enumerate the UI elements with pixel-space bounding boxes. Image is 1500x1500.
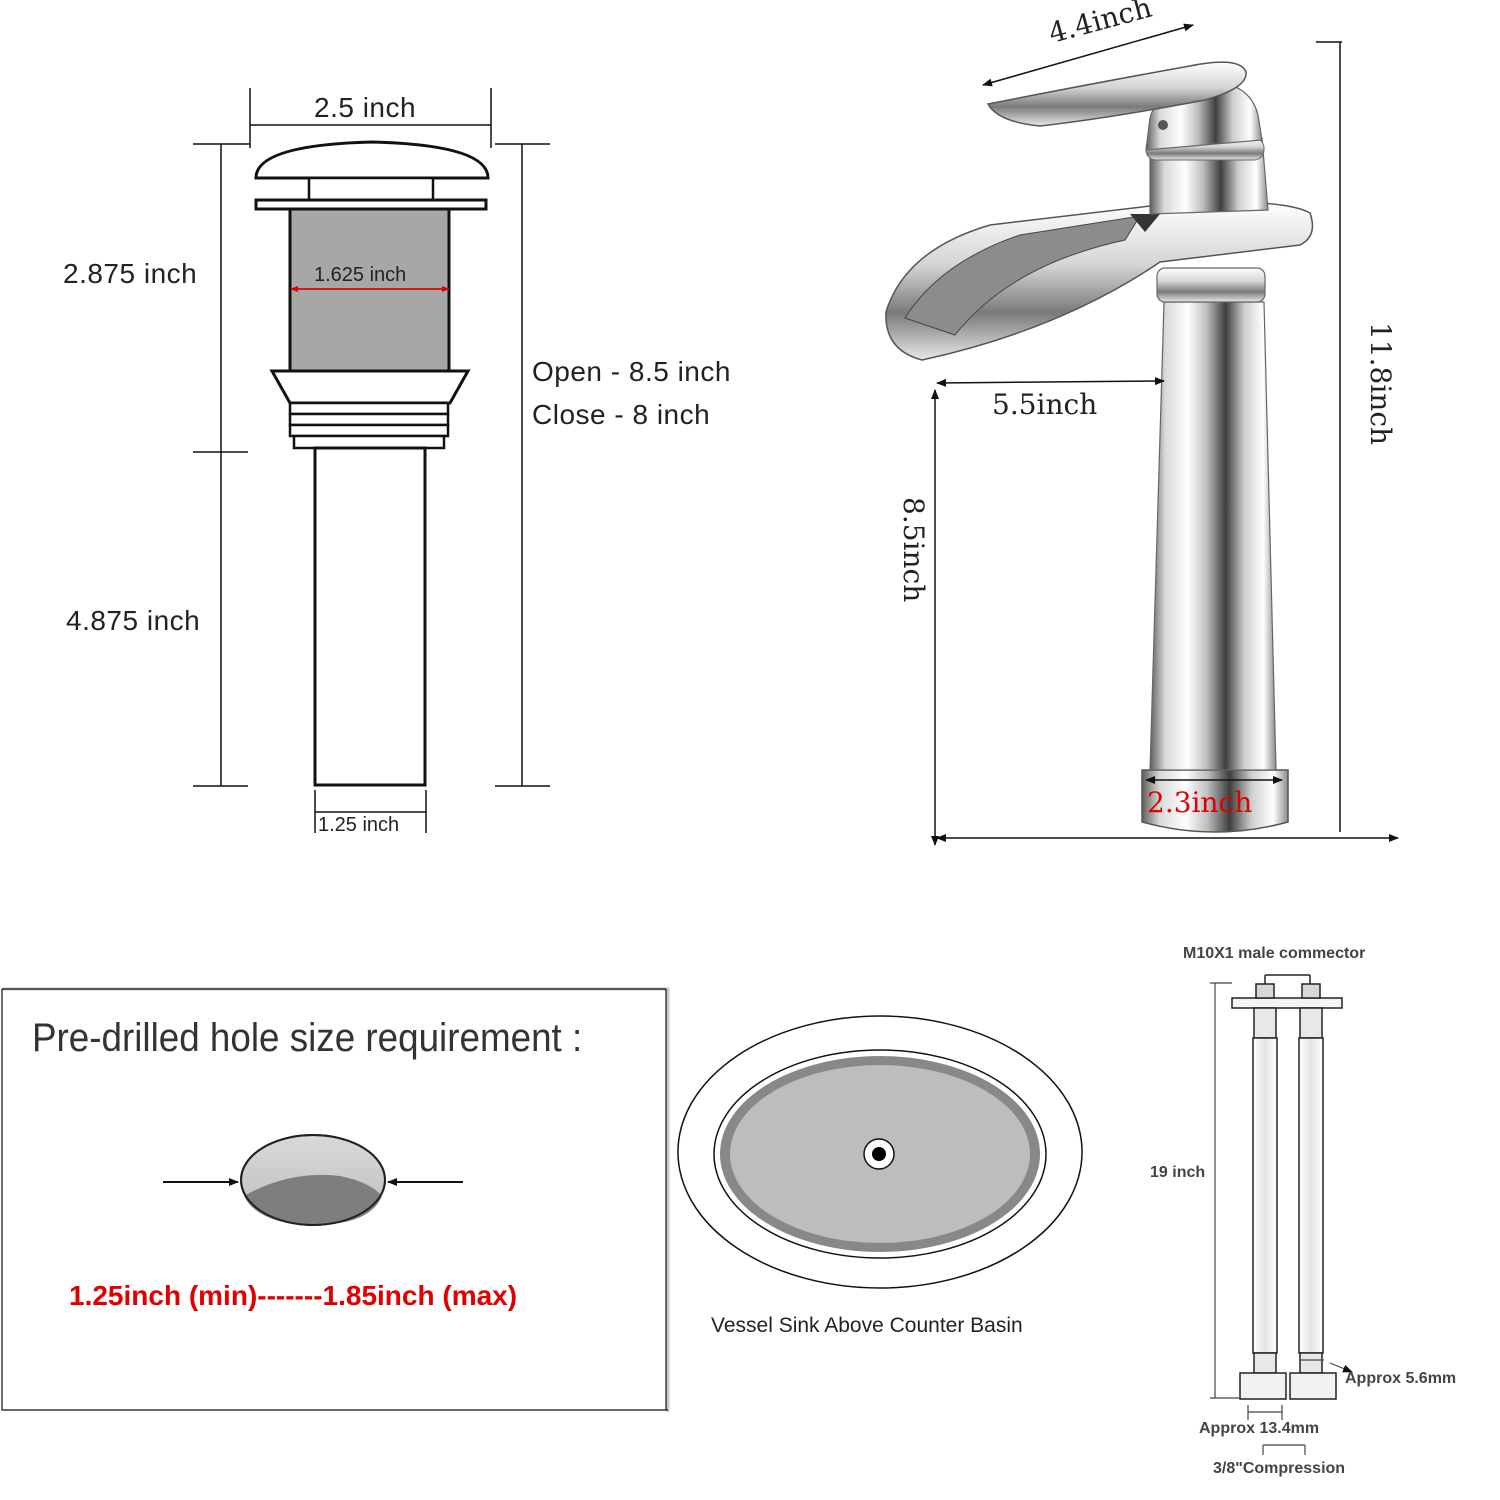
- faucet-total-height-label: 11.8inch: [1364, 322, 1397, 446]
- hose-compression-label: 3/8"Compression: [1213, 1460, 1346, 1477]
- hole-size-panel: [1, 987, 670, 1412]
- hole-size-range: 1.25inch (min)-------1.85inch (max): [69, 1280, 518, 1311]
- hose-nut-width-label: Approx 13.4mm: [1199, 1420, 1320, 1437]
- drain-inner-diameter-label: 1.625 inch: [314, 264, 407, 286]
- drain-open-length-label: Open - 8.5 inch: [532, 356, 731, 387]
- drain-upper-height-label: 2.875 inch: [63, 258, 198, 289]
- hose-nut-gap-label: Approx 5.6mm: [1345, 1370, 1457, 1387]
- faucet-drawing: [885, 61, 1314, 833]
- vessel-sink-drawing: [677, 1015, 1083, 1289]
- drain-lower-height-label: 4.875 inch: [66, 605, 201, 636]
- faucet-spout-reach-label: 5.5inch: [992, 388, 1098, 421]
- faucet-spout-height-label: 8.5inch: [897, 497, 930, 603]
- hose-connector-label: M10X1 male commector: [1183, 945, 1366, 962]
- supply-hoses-drawing: [1231, 974, 1343, 1400]
- pop-up-drain-drawing: [254, 140, 490, 787]
- hose-length-label: 19 inch: [1150, 1164, 1206, 1181]
- drain-close-length-label: Close - 8 inch: [532, 399, 711, 430]
- hose-dimension-lines: [1210, 982, 1353, 1455]
- vessel-sink-caption: Vessel Sink Above Counter Basin: [711, 1314, 1023, 1337]
- drain-pipe-width-label: 1.25 inch: [318, 814, 400, 836]
- drain-dimension-lines: [193, 88, 550, 833]
- faucet-dimension-lines: [931, 23, 1399, 846]
- faucet-base-diameter-label: 2.3inch: [1147, 786, 1253, 819]
- hole-requirement-title: Pre-drilled hole size requirement :: [32, 1016, 583, 1060]
- drain-cap-width-label: 2.5 inch: [314, 92, 417, 123]
